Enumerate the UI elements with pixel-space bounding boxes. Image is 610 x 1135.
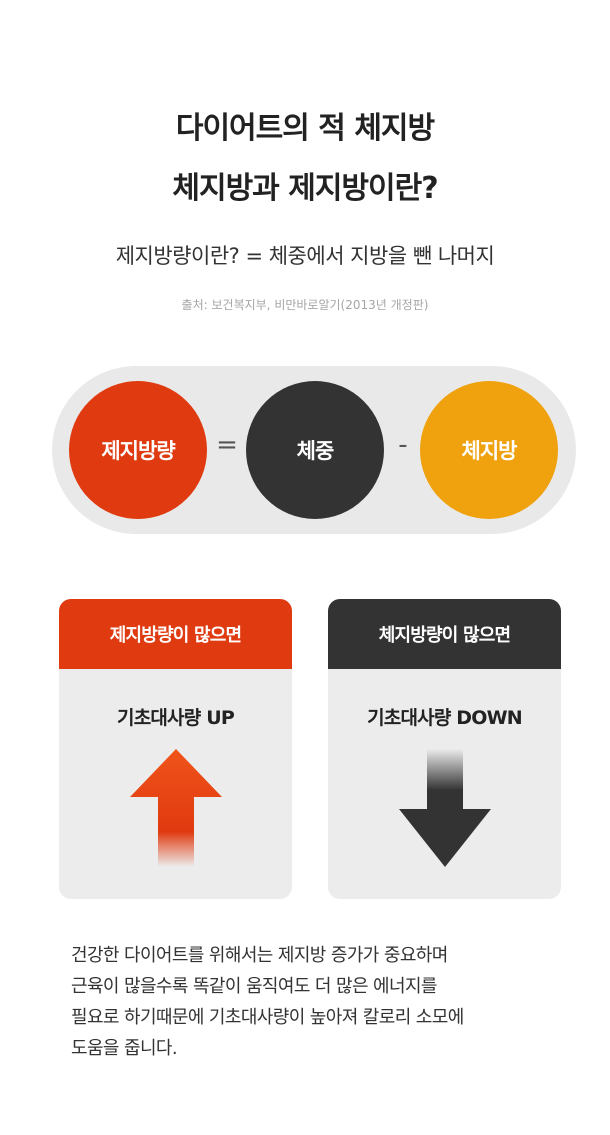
- subtitle: 제지방량이란? = 체중에서 지방을 뺀 나머지: [115, 244, 495, 268]
- description-line: 건강한 다이어트를 위해서는 제지방 증가가 중요하며: [71, 945, 448, 966]
- body-fat-card-header: 체지방량이 많으면: [328, 599, 561, 669]
- arrow-up-icon: [130, 749, 222, 867]
- lean-mass-circle: 제지방량: [69, 381, 207, 519]
- title-line-1: 다이어트의 적 체지방: [175, 111, 435, 146]
- body-fat-card: 체지방량이 많으면 기초대사량 DOWN: [328, 599, 561, 899]
- minus-sign: -: [398, 430, 408, 460]
- bmr-up-label: 기초대사량 UP: [117, 707, 235, 729]
- arrow-down-icon: [399, 749, 491, 867]
- lean-mass-card-header: 제지방량이 많으면: [59, 599, 292, 669]
- description-line: 도움을 줍니다.: [71, 1038, 178, 1059]
- description-paragraph: 건강한 다이어트를 위해서는 제지방 증가가 중요하며 근육이 많을수록 똑같이…: [71, 940, 571, 1064]
- title-line-2: 체지방과 제지방이란?: [172, 171, 438, 206]
- lean-mass-card: 제지방량이 많으면 기초대사량 UP: [59, 599, 292, 899]
- body-fat-circle: 체지방: [420, 381, 558, 519]
- description-line: 근육이 많을수록 똑같이 움직여도 더 많은 에너지를: [71, 976, 437, 997]
- formula-panel: 제지방량 = 체중 - 체지방: [52, 366, 576, 534]
- description-line: 필요로 하기때문에 기초대사량이 높아져 칼로리 소모에: [71, 1007, 464, 1028]
- equals-sign: =: [216, 430, 238, 460]
- source-note: 출처: 보건복지부, 비만바로알기(2013년 개정판): [181, 298, 429, 312]
- bmr-down-label: 기초대사량 DOWN: [367, 707, 523, 729]
- body-weight-circle: 체중: [246, 381, 384, 519]
